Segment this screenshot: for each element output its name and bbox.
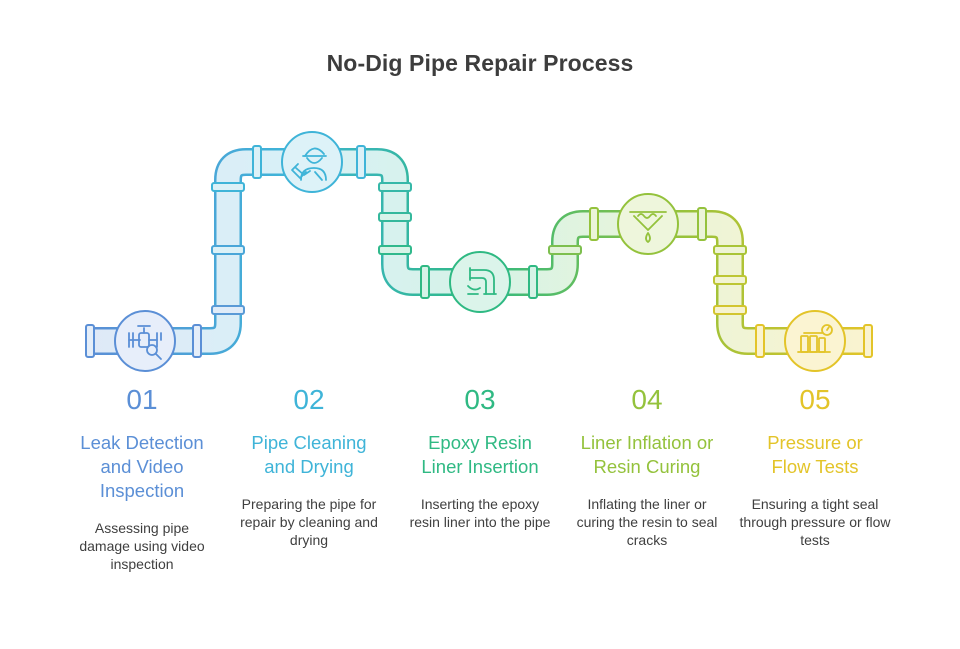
coupling [192, 324, 202, 358]
step-number: 01 [126, 384, 158, 415]
step-number: 02 [293, 384, 325, 415]
coupling [378, 212, 412, 222]
step-description: Ensuring a tight seal through pressure o… [739, 496, 891, 548]
step-number: 05 [799, 384, 831, 415]
pipe-couplings [85, 145, 873, 358]
coupling [528, 265, 538, 299]
curing-drop-icon [617, 193, 679, 255]
coupling [713, 305, 747, 315]
step-number: 03 [464, 384, 496, 415]
coupling [548, 245, 582, 255]
pipe-end-right [863, 324, 873, 358]
step-number: 04 [631, 384, 663, 415]
step-description: Preparing the pipe for repair by cleanin… [240, 496, 378, 548]
coupling [378, 182, 412, 192]
coupling [211, 245, 245, 255]
step-title: Pipe Cleaning and Drying [251, 432, 367, 477]
step-description: Inflating the liner or curing the resin … [576, 496, 718, 548]
coupling [755, 324, 765, 358]
step-description: Inserting the epoxy resin liner into the… [409, 496, 551, 530]
coupling [252, 145, 262, 179]
step-title: Liner Inflation or Resin Curing [580, 432, 714, 477]
coupling [211, 182, 245, 192]
coupling [211, 305, 245, 315]
coupling [713, 245, 747, 255]
pipe-end-left [85, 324, 95, 358]
valve-inspection-icon [114, 310, 176, 372]
step-title: Epoxy Resin Liner Insertion [421, 432, 539, 477]
coupling [356, 145, 366, 179]
step-title: Pressure or Flow Tests [767, 432, 863, 477]
coupling [589, 207, 599, 241]
step-title: Leak Detection and Video Inspection [80, 432, 204, 501]
pipe-liner-icon [449, 251, 511, 313]
coupling [420, 265, 430, 299]
coupling [713, 275, 747, 285]
page-title: No-Dig Pipe Repair Process [326, 50, 634, 76]
coupling [378, 245, 412, 255]
cleaning-worker-icon [281, 131, 343, 193]
coupling [697, 207, 707, 241]
step-description: Assessing pipe damage using video inspec… [79, 520, 205, 572]
pressure-gauge-icon [784, 310, 846, 372]
